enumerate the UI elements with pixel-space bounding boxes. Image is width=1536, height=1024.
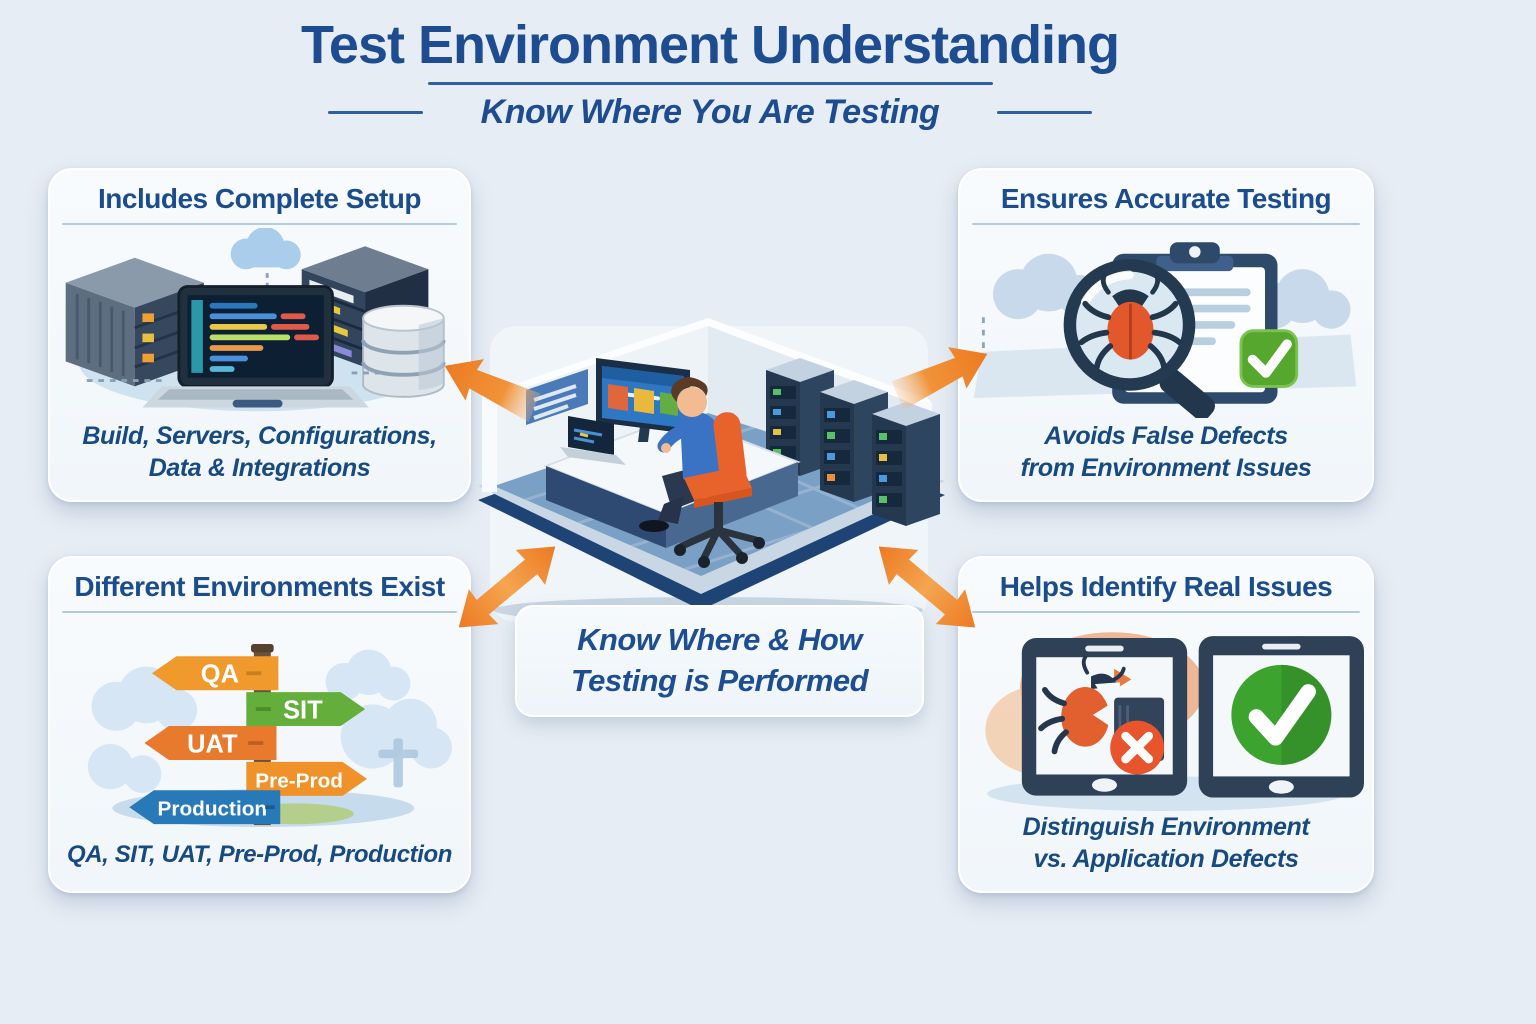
magnifier-bug-icon	[1063, 258, 1215, 418]
tester-at-desk-scene	[478, 318, 945, 623]
page-title: Test Environment Understanding	[300, 15, 1120, 75]
card-divider	[972, 611, 1360, 613]
real-issues-illustration	[960, 613, 1372, 811]
card-ensures-accurate-testing: Ensures Accurate Testing	[958, 168, 1374, 502]
cloud-icon	[230, 227, 301, 292]
card-title: Ensures Accurate Testing	[1000, 183, 1332, 214]
person-figure	[639, 377, 721, 532]
arrow-to-top-left-icon	[444, 359, 541, 423]
cross-signpost-silhouette	[378, 737, 418, 788]
sign-sit: SIT	[246, 691, 366, 726]
card-divider	[62, 611, 457, 613]
sign-uat: UAT	[144, 725, 277, 760]
signpost-icon: QA SIT UAT Pre-Prod	[87, 643, 452, 827]
subtitle-row: Know Where You Are Testing	[0, 93, 1420, 132]
check-badge-icon	[1239, 328, 1299, 388]
side-laptop-icon	[560, 416, 626, 465]
broken-bug-icon	[1038, 655, 1126, 755]
monitor-icon	[596, 358, 690, 442]
center-caption-card: Know Where & How Testing is Performed	[515, 605, 924, 717]
arrow-to-bottom-left-icon	[458, 546, 556, 628]
x-badge-icon	[1110, 720, 1165, 775]
database-icon	[361, 304, 446, 398]
sign-pre-prod: Pre-Prod	[246, 761, 368, 796]
environments-illustration: QA SIT UAT Pre-Prod	[50, 613, 469, 840]
svg-text:Production: Production	[158, 797, 268, 820]
svg-text:Pre-Prod: Pre-Prod	[255, 769, 343, 792]
accurate-testing-illustration	[960, 225, 1372, 420]
office-chair	[674, 412, 765, 568]
page-subtitle: Know Where You Are Testing	[480, 93, 940, 131]
sign-production: Production	[129, 789, 281, 824]
title-underline	[427, 82, 993, 85]
card-title: Includes Complete Setup	[98, 183, 422, 214]
tablet-bug-error-icon	[1021, 637, 1188, 796]
center-caption-line1: Know Where & How	[577, 622, 862, 658]
arrow-to-top-right-icon	[891, 347, 988, 411]
card-divider	[972, 223, 1360, 225]
card-caption: Avoids False Defects from Environment Is…	[1020, 422, 1312, 482]
card-divider	[62, 223, 457, 225]
subtitle-rule-left	[327, 111, 423, 114]
wall-sign-icon	[526, 369, 588, 425]
setup-illustration	[50, 225, 469, 420]
server-racks	[766, 358, 940, 526]
cloud-icon	[87, 649, 452, 793]
card-caption: Build, Servers, Configurations, Data & I…	[82, 422, 437, 482]
center-caption-line2: Testing is Performed	[570, 663, 869, 698]
header: Test Environment Understanding Know Wher…	[0, 0, 1420, 132]
card-caption: Distinguish Environment vs. Application …	[1022, 813, 1310, 873]
laptop-code-icon	[142, 284, 369, 407]
tablet-check-icon	[1198, 636, 1364, 798]
magnifier-clipboard-icon	[973, 241, 1357, 418]
check-circle-icon	[1231, 664, 1332, 765]
card-different-environments-exist: Different Environments Exist	[48, 556, 471, 893]
card-caption: QA, SIT, UAT, Pre-Prod, Production	[66, 841, 453, 869]
bug-icon	[1078, 272, 1183, 370]
svg-text:UAT: UAT	[187, 730, 238, 758]
card-includes-complete-setup: Includes Complete Setup	[48, 168, 471, 502]
card-helps-identify-real-issues: Helps Identify Real Issues	[958, 556, 1374, 893]
sign-qa: QA	[151, 655, 279, 690]
subtitle-rule-right	[997, 111, 1093, 114]
tablets-comparison-icon	[985, 632, 1364, 811]
svg-text:SIT: SIT	[283, 696, 323, 724]
svg-text:QA: QA	[201, 660, 239, 688]
card-title: Different Environments Exist	[74, 571, 445, 602]
arrow-to-bottom-right-icon	[878, 546, 976, 628]
server-laptop-database-icon	[65, 227, 446, 411]
card-title: Helps Identify Real Issues	[999, 571, 1333, 602]
